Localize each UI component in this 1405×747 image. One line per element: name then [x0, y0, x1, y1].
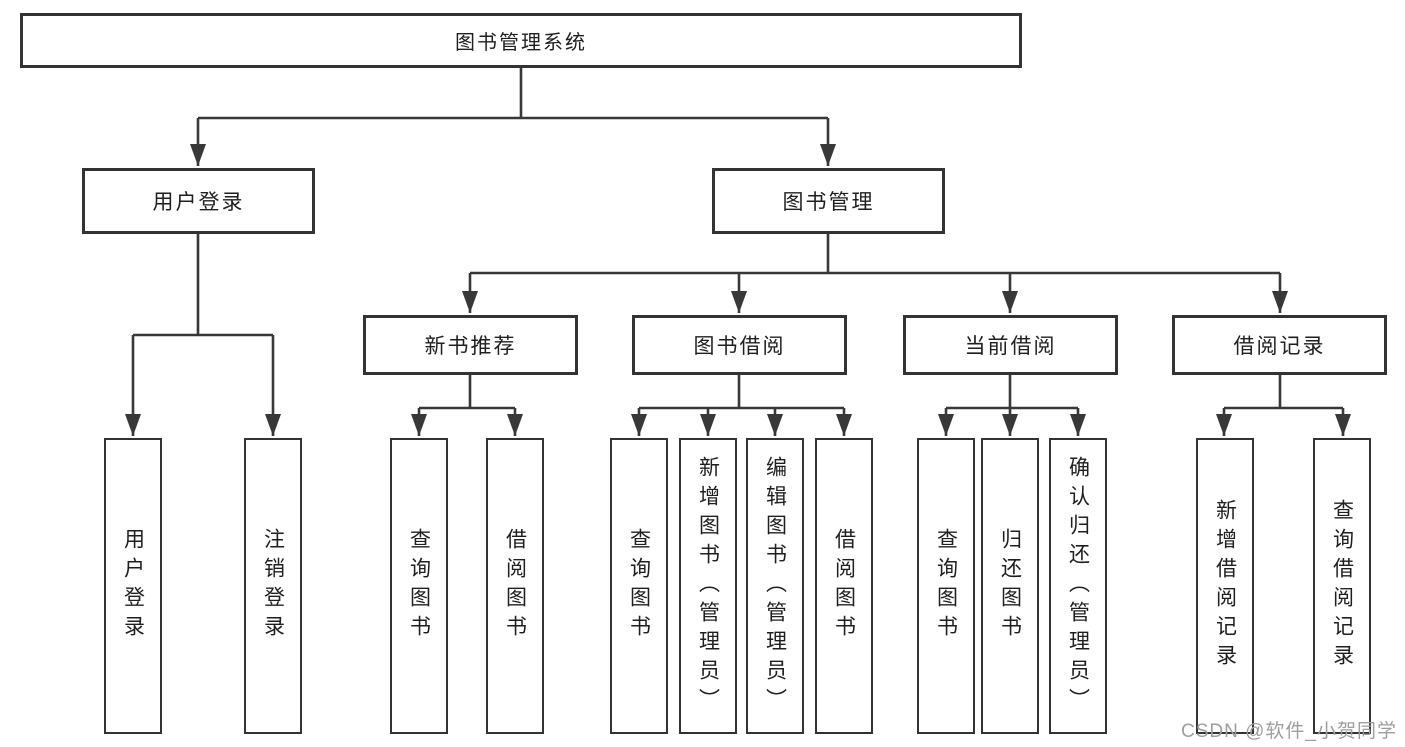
- leaf-edit-book-admin: 编辑图书（管理员）: [746, 438, 804, 734]
- connector-book-management-branch: [470, 234, 1280, 275]
- node-label: 注销登录: [261, 528, 285, 644]
- node-label: 查询图书: [407, 528, 431, 644]
- node-label: 借阅图书: [832, 528, 856, 644]
- node-current-borrow: 当前借阅: [903, 315, 1118, 375]
- leaf-user-login: 用户登录: [104, 438, 162, 734]
- node-label: 新增图书（管理员）: [696, 455, 720, 717]
- leaf-borrow-books-borrow: 借阅图书: [815, 438, 873, 734]
- leaf-query-books-recommend: 查询图书: [390, 438, 448, 734]
- connector-book-borrow-branch: [639, 375, 844, 410]
- leaf-logout: 注销登录: [244, 438, 302, 734]
- connector-root-branch: [198, 68, 828, 120]
- node-label: 编辑图书（管理员）: [763, 455, 787, 717]
- leaf-confirm-return-admin: 确认归还（管理员）: [1049, 438, 1107, 734]
- node-label: 确认归还（管理员）: [1066, 455, 1090, 717]
- node-label: 当前借阅: [964, 335, 1057, 358]
- node-label: 图书管理: [782, 191, 875, 214]
- connector-borrow-records-branch: [1224, 375, 1343, 410]
- node-label: 查询图书: [934, 528, 958, 644]
- node-root-system: 图书管理系统: [20, 13, 1022, 68]
- node-borrow-records: 借阅记录: [1172, 315, 1387, 375]
- node-label: 查询借阅记录: [1330, 499, 1354, 673]
- node-label: 查询图书: [627, 528, 651, 644]
- node-book-management: 图书管理: [712, 168, 945, 234]
- node-label: 新增借阅记录: [1213, 499, 1237, 673]
- leaf-query-books-borrow: 查询图书: [610, 438, 668, 734]
- leaf-borrow-books-recommend: 借阅图书: [486, 438, 544, 734]
- connector-user-login-branch: [133, 234, 273, 337]
- node-label: 借阅图书: [503, 528, 527, 644]
- connector-current-borrow-branch: [946, 375, 1078, 410]
- node-label: 图书借阅: [693, 335, 786, 358]
- leaf-add-book-admin: 新增图书（管理员）: [679, 438, 737, 734]
- leaf-query-borrow-record: 查询借阅记录: [1313, 438, 1371, 734]
- node-user-login: 用户登录: [82, 168, 315, 234]
- node-label: 归还图书: [998, 528, 1022, 644]
- node-label: 用户登录: [152, 191, 245, 214]
- csdn-watermark: CSDN @软件_小贺同学: [1181, 721, 1397, 742]
- node-book-borrow: 图书借阅: [632, 315, 847, 375]
- connector-new-book-branch: [419, 375, 515, 410]
- node-new-book-recommend: 新书推荐: [363, 315, 578, 375]
- node-label: 用户登录: [121, 528, 145, 644]
- node-label: 图书管理系统: [455, 32, 587, 54]
- node-label: 借阅记录: [1233, 335, 1326, 358]
- node-label: 新书推荐: [424, 335, 517, 358]
- leaf-query-books-current: 查询图书: [917, 438, 975, 734]
- leaf-add-borrow-record: 新增借阅记录: [1196, 438, 1254, 734]
- leaf-return-book: 归还图书: [981, 438, 1039, 734]
